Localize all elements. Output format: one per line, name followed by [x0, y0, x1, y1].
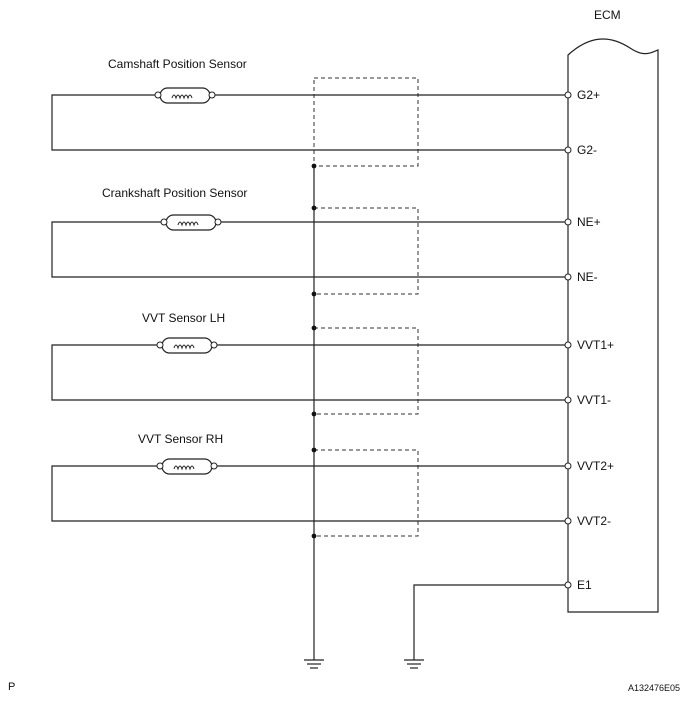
figure-code-left: P: [8, 681, 15, 693]
sensor-label: VVT Sensor RH: [138, 432, 223, 446]
junction-dot: [311, 205, 317, 211]
junction-dot: [311, 325, 317, 331]
sensor-coil-icon: [160, 214, 222, 231]
pin-positive-label: VVT2+: [577, 459, 614, 473]
sensor-circuit-vvt-lh: VVT Sensor LH VVT1+ VVT1-: [51, 311, 614, 407]
shield-boxes: [313, 77, 419, 537]
pin-terminal: [564, 273, 572, 281]
pin-e1-label: E1: [577, 578, 592, 592]
junction-dot: [311, 163, 317, 169]
shield-box-1: [313, 77, 419, 167]
shield-box-4: [313, 449, 419, 537]
junction-dot: [311, 411, 317, 417]
pin-terminal: [564, 91, 572, 99]
junction-dot: [311, 291, 317, 297]
pin-positive-label: G2+: [577, 88, 600, 102]
ecm-box: ECM: [567, 8, 659, 613]
sensor-circuit-crankshaft: Crankshaft Position Sensor NE+ NE-: [51, 186, 601, 284]
junction-dot: [311, 533, 317, 539]
shield-box-3: [313, 327, 419, 415]
e1-ground-wire: E1: [413, 578, 592, 660]
pin-terminal: [564, 517, 572, 525]
pin-terminal: [564, 341, 572, 349]
pin-terminal: [564, 462, 572, 470]
sensor-label: Crankshaft Position Sensor: [102, 186, 247, 200]
sensor-coil-icon: [156, 337, 218, 354]
pin-negative-label: VVT1-: [577, 393, 611, 407]
ground-icon: [304, 659, 324, 669]
pin-terminal: [564, 146, 572, 154]
shield-box-2: [313, 207, 419, 295]
pin-negative-label: VVT2-: [577, 514, 611, 528]
sensor-label: VVT Sensor LH: [142, 311, 225, 325]
ground-icon: [404, 659, 424, 669]
sensor-circuit-vvt-rh: VVT Sensor RH VVT2+ VVT2-: [51, 432, 614, 528]
sensor-circuit-camshaft: Camshaft Position Sensor G2+ G2-: [51, 57, 600, 157]
shield-drain-wire: [311, 163, 317, 660]
pin-negative-label: NE-: [577, 270, 598, 284]
pin-positive-label: NE+: [577, 215, 601, 229]
pin-terminal: [564, 218, 572, 226]
junction-dot: [311, 447, 317, 453]
ecm-label: ECM: [594, 8, 621, 22]
sensor-coil-icon: [156, 458, 218, 475]
pin-terminal: [564, 396, 572, 404]
pin-positive-label: VVT1+: [577, 338, 614, 352]
sensor-label: Camshaft Position Sensor: [108, 57, 247, 71]
pin-terminal: [564, 581, 572, 589]
pin-negative-label: G2-: [577, 143, 597, 157]
figure-code-right: A132476E05: [628, 683, 680, 693]
sensor-coil-icon: [154, 87, 216, 104]
